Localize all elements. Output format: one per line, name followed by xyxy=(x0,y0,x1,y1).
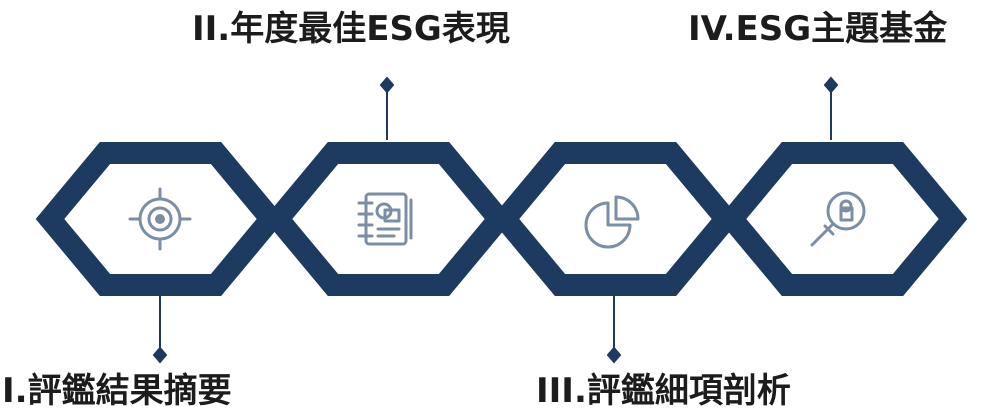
section-label-iv: IV.ESG主題基金 xyxy=(688,9,948,49)
hexagon-4 xyxy=(717,142,968,296)
target-icon xyxy=(128,187,192,251)
connector-3 xyxy=(606,295,622,364)
section-label-iii: III.評鑑細項剖析 xyxy=(536,371,791,411)
section-label-ii: II.年度最佳ESG表現 xyxy=(192,9,510,49)
connectors xyxy=(152,76,839,364)
connector-4 xyxy=(823,76,839,140)
notebook-icon xyxy=(357,192,413,246)
connector-2 xyxy=(379,76,395,140)
pie-chart-icon xyxy=(584,195,640,249)
connector-1 xyxy=(152,295,168,364)
section-label-i: I.評鑑結果摘要 xyxy=(2,371,232,411)
hexagon-2 xyxy=(263,142,514,296)
magnifier-icon xyxy=(810,191,866,247)
hexagons xyxy=(35,142,968,296)
